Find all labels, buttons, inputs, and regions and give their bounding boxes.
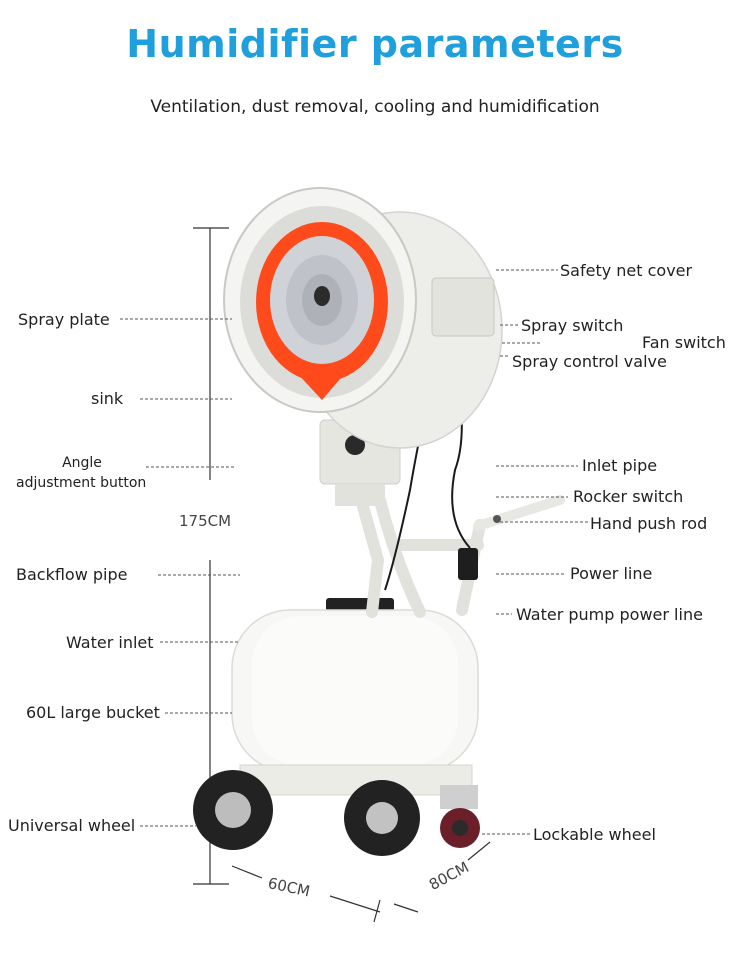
label-water-inlet: Water inlet [66,633,154,652]
label-lockable-wheel: Lockable wheel [533,825,656,844]
water-tank [231,598,479,773]
label-spray-switch: Spray switch [521,316,624,335]
label-universal-wheel: Universal wheel [8,816,136,835]
dimension-height: 175CM [179,512,232,530]
label-inlet-pipe: Inlet pipe [582,456,658,475]
label-angle-line1: Angle [62,455,102,471]
label-spray-control-valve: Spray control valve [512,352,667,371]
label-large-bucket: 60L large bucket [26,703,160,722]
wheels [193,770,480,856]
hand-push-rod [473,495,565,531]
rocker-switch-box [458,548,478,580]
fan-head [223,187,503,449]
label-hand-push-rod: Hand push rod [590,514,708,533]
page-title: Humidifier parameters [126,22,624,66]
label-sink: sink [91,389,124,408]
page-subtitle: Ventilation, dust removal, cooling and h… [150,97,600,117]
label-rocker-switch: Rocker switch [573,487,684,506]
bottom-dimension-lines [231,841,491,923]
label-fan-switch: Fan switch [642,333,726,352]
label-angle-line2: adjustment button [16,475,147,491]
label-backflow-pipe: Backflow pipe [16,565,128,584]
label-water-pump-power-line: Water pump power line [516,605,703,624]
label-safety-net-cover: Safety net cover [560,261,693,280]
leader-lines [120,269,588,835]
label-spray-plate: Spray plate [18,310,110,329]
label-power-line: Power line [570,564,653,583]
